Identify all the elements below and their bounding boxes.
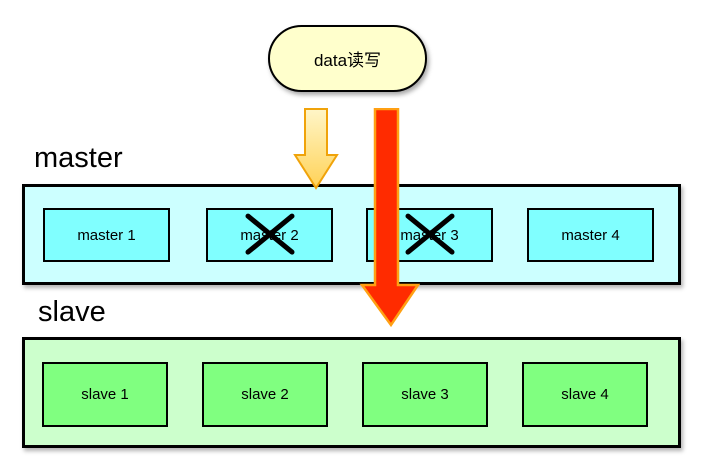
data-readwrite-label: data读写: [313, 51, 382, 70]
master-node-2: master 2: [206, 208, 333, 262]
yellow-arrow-shape: [293, 108, 339, 190]
data-readwrite-bubble: data读写: [268, 25, 427, 92]
slave-node-3: slave 3: [362, 362, 488, 427]
master-node-1: master 1: [43, 208, 170, 262]
master-node-4: master 4: [527, 208, 654, 262]
slave-node-1: slave 1: [42, 362, 168, 427]
slave-node-2-label: slave 2: [241, 386, 289, 403]
slave-node-1-label: slave 1: [81, 386, 129, 403]
master-node-2-label: master 2: [240, 226, 299, 244]
master-container: master 1 master 2 master 3 master 4: [22, 184, 681, 285]
master-node-4-label: master 4: [561, 226, 620, 244]
down-arrow-icon: [293, 108, 339, 190]
master-section-label: master: [34, 142, 123, 174]
master-node-1-label: master 1: [77, 226, 136, 244]
slave-node-4: slave 4: [522, 362, 648, 427]
red-arrow-shape: [359, 108, 420, 328]
slave-node-2: slave 2: [202, 362, 328, 427]
slave-container: slave 1 slave 2 slave 3 slave 4: [22, 337, 681, 448]
slave-node-4-label: slave 4: [561, 386, 609, 403]
slave-section-label: slave: [38, 296, 106, 328]
slave-node-3-label: slave 3: [401, 386, 449, 403]
down-arrow-icon: [359, 108, 420, 328]
